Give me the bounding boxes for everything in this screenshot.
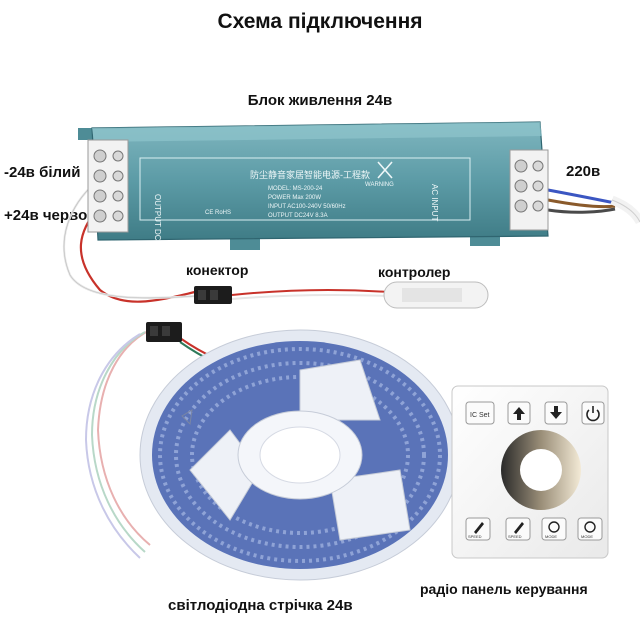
psu-logo-icon (377, 161, 393, 179)
positive-wire-label: +24в червоний (4, 207, 115, 224)
controller-label: контролер (378, 264, 451, 280)
arrow-up-icon (513, 407, 525, 420)
psu-warning-text: WARNING (365, 182, 394, 188)
psu-brand-text: 防尘静音家居智能电源-工程款 (250, 169, 370, 180)
up-button[interactable] (507, 401, 531, 425)
mode-down-text: MODE (581, 534, 593, 539)
power-icon (586, 406, 600, 422)
led-strip-label: світлодіодна стрічка 24в (168, 597, 353, 614)
control-panel-label: радіо панель керування (420, 581, 588, 597)
speed-up-button[interactable]: SPEED (465, 517, 491, 541)
connector-lower (146, 322, 182, 342)
ic-set-button[interactable]: IC Set (465, 401, 495, 425)
power-supply: 防尘静音家居智能电源-工程款 WARNING MODEL: MS-200-24 … (78, 121, 549, 250)
flower-icon (584, 521, 596, 533)
input-terminal-block (509, 149, 549, 231)
psu-model-text: MODEL: MS-200-24 (268, 186, 323, 192)
speed-down-text: SPEED (508, 534, 522, 539)
output-terminal-block (87, 139, 129, 233)
radio-control-panel: IC Set SPEED (451, 385, 609, 559)
ac-input-label: 220в (566, 163, 601, 180)
flower-icon (548, 521, 560, 533)
brightness-dial[interactable] (501, 430, 581, 510)
down-button[interactable] (544, 401, 568, 425)
rocket-icon (474, 522, 484, 534)
connector-label: конектор (186, 262, 249, 278)
power-button[interactable] (581, 401, 605, 425)
psu-rohs-text: CE RoHS (205, 210, 231, 216)
mode-up-text: MODE (545, 534, 557, 539)
negative-wire-label: -24в білий (4, 164, 81, 181)
mode-up-button[interactable]: MODE (541, 517, 567, 541)
connector-upper (194, 286, 232, 304)
power-supply-label: Блок живлення 24в (247, 92, 393, 109)
psu-output-spec: OUTPUT DC24V 8.3A (268, 213, 328, 219)
psu-power-text: POWER Max 200W (268, 195, 321, 201)
arrow-down-icon (550, 406, 562, 419)
controller-device (383, 281, 489, 309)
psu-output-text: OUTPUT DC (153, 194, 162, 241)
ic-set-text: IC Set (470, 412, 490, 419)
rocket-icon (514, 522, 524, 534)
speed-up-text: SPEED (468, 534, 482, 539)
speed-down-button[interactable]: SPEED (505, 517, 531, 541)
diagram-title: Схема підключення (217, 10, 423, 33)
psu-input-text: AC INPUT (430, 184, 439, 221)
led-strip-reel (139, 329, 461, 581)
mode-down-button[interactable]: MODE (577, 517, 603, 541)
psu-input-spec: INPUT AC100-240V 50/60Hz (268, 204, 346, 210)
